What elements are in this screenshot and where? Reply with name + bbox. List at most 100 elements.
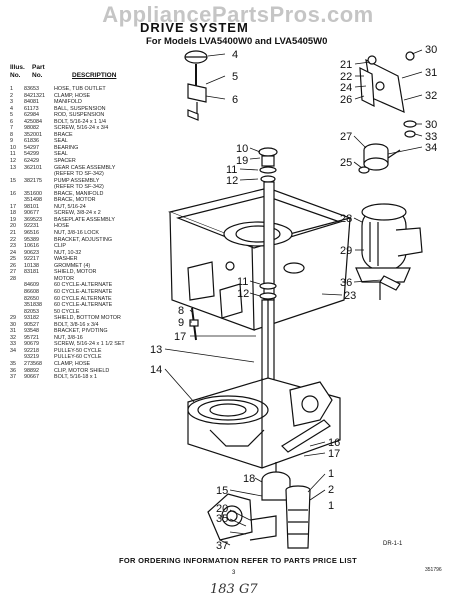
parts-list-illus-no: 10 (10, 144, 16, 151)
leader-lines (164, 49, 423, 546)
parts-list-illus-no: 25 (10, 256, 16, 263)
parts-list-illus-no: 3 (10, 99, 13, 106)
ordering-footer: FOR ORDERING INFORMATION REFER TO PARTS … (119, 556, 357, 565)
parts-list-part-no: 61836 (24, 138, 39, 145)
parts-list-illus-no: 6 (10, 118, 13, 125)
parts-list-illus-no: 11 (10, 151, 16, 158)
callout-1b: 1 (328, 500, 334, 512)
parts-list-part-no: 93219 (24, 354, 39, 361)
callout-5: 5 (232, 71, 238, 83)
parts-list-description: GEAR CASE ASSEMBLY (54, 164, 116, 171)
parts-list-part-no: 61173 (24, 105, 39, 112)
parts-list-part-no: 10616 (24, 243, 39, 250)
parts-list-illus-no: 35 (10, 360, 16, 367)
parts-list-illus-no: 8 (10, 131, 13, 138)
parts-list-illus-no: 34 (10, 347, 16, 354)
parts-list-description: 60 CYCLE-ALTERNATE (54, 288, 113, 295)
parts-list-description: NUT, 3/8-16 (54, 334, 83, 341)
callout-labels: 4 5 6 10 19 11 12 21 22 24 26 30 31 32 3… (150, 44, 437, 552)
parts-list-part-no: 351600 (24, 190, 42, 197)
parts-list-illus-no: 16 (10, 190, 16, 197)
parts-list-illus-no: 1 (10, 86, 13, 92)
parts-list-description: WASHER (54, 256, 78, 263)
parts-list-illus-no: 26 (10, 262, 16, 269)
parts-list-description: SHIELD, BOTTOM MOTOR (54, 315, 121, 322)
parts-list-part-no: 83653 (24, 86, 39, 92)
parts-list-description: SPACER (54, 158, 76, 165)
parts-list-description: MOTOR (54, 275, 74, 282)
header-part: Part (32, 64, 45, 71)
parts-list-part-no: 351498 (24, 197, 42, 204)
callout-23: 23 (344, 290, 356, 302)
callout-20: 20 (216, 503, 228, 515)
parts-list-part-no: 84609 (24, 282, 39, 289)
header-part-no: No. (32, 72, 43, 79)
parts-list-description: PULLEY-60 CYCLE (54, 354, 102, 361)
callout-13: 13 (150, 344, 162, 356)
parts-list-description: (REFER TO SF-342) (54, 184, 104, 191)
parts-list-description: 60 CYCLE-ALTERNATE (54, 282, 113, 289)
page-title: DRIVE SYSTEM (140, 20, 249, 35)
parts-list-illus-no: 28 (10, 275, 16, 282)
parts-list-description: 60 CYCLE ALTERNATE (54, 295, 112, 302)
callout-37: 37 (216, 540, 228, 552)
parts-list-description: BEARING (54, 144, 79, 151)
callout-11a: 11 (226, 164, 237, 176)
parts-list-part-no: 273568 (24, 360, 42, 367)
parts-list-row: 93219 PULLEY-60 CYCLE (10, 354, 170, 361)
callout-1a: 1 (328, 468, 334, 480)
parts-list-description: NUT, 5/16-24 (54, 203, 86, 210)
parts-list-part-no: 90623 (24, 249, 39, 256)
callout-24: 24 (340, 82, 352, 94)
parts-list-part-no: 90679 (24, 341, 39, 348)
parts-list-part-no: 369523 (24, 216, 42, 223)
parts-list-part-no: 351838 (24, 302, 42, 309)
callout-35: 35 (216, 513, 228, 525)
callout-6: 6 (232, 94, 238, 106)
callout-30a: 30 (425, 44, 437, 56)
parts-list-illus-no: 18 (10, 210, 16, 217)
parts-list-part-no: 90677 (24, 210, 39, 217)
parts-list-description: NUT, 3/8-16 LOCK (54, 230, 99, 237)
parts-list-illus-no: 22 (10, 236, 16, 243)
callout-10: 10 (236, 143, 248, 155)
parts-list-part-no: 62984 (24, 112, 39, 119)
callout-25: 25 (340, 157, 352, 169)
callout-31: 31 (425, 67, 437, 79)
drive-shaft (263, 181, 275, 283)
callout-15: 15 (216, 485, 228, 497)
parts-list-illus-no: 33 (10, 341, 16, 348)
parts-list-description: NUT, 10-32 (54, 249, 82, 256)
reference-code: DR-1-1 (383, 541, 403, 547)
parts-list-illus-no: 2 (10, 92, 13, 99)
parts-list-description: SCREW, 5/16-24 x 1 1/2 SET (54, 341, 125, 348)
parts-list-illus-no: 31 (10, 328, 16, 335)
parts-list-description: BOLT, 3/8-16 x 3/4 (54, 321, 99, 328)
parts-list-part-no: 84081 (24, 99, 39, 106)
parts-list-illus-no: 9 (10, 138, 13, 145)
parts-list-illus-no: 29 (10, 315, 16, 322)
parts-list-description: SCREW, 5/16-24 x 3/4 (54, 125, 109, 132)
parts-list-illus-no: 4 (10, 105, 13, 112)
parts-list-part-no: 92217 (24, 256, 39, 263)
header-description: DESCRIPTION (72, 72, 117, 79)
parts-list-part-no: 382175 (24, 177, 42, 184)
parts-list-illus-no: 5 (10, 112, 13, 119)
